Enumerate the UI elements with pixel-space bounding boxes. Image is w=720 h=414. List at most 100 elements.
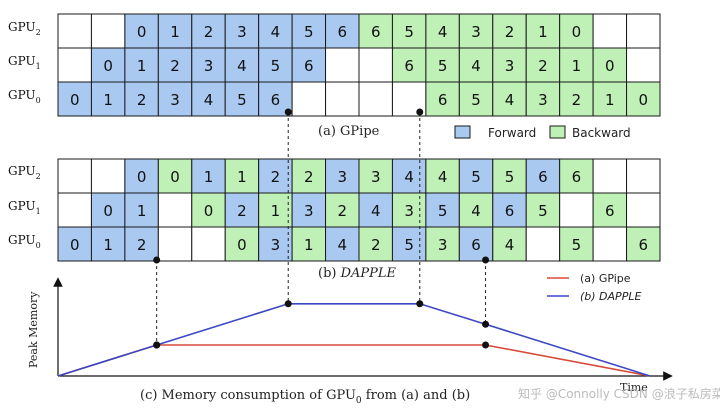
grid-time-marker — [284, 108, 292, 116]
gpipe-cell — [291, 81, 327, 117]
dapple-memory-point — [153, 341, 161, 349]
gpipe-cell — [391, 47, 427, 83]
dapple-cell — [559, 226, 594, 262]
dapple-cell — [224, 192, 260, 228]
gpipe-cell-label: 6 — [371, 23, 381, 41]
dapple-cell — [325, 192, 360, 228]
gpipe-cell — [258, 47, 293, 83]
dapple-cell — [358, 158, 393, 194]
gpipe-cell-label: 6 — [438, 91, 448, 109]
dapple-cell — [157, 158, 193, 194]
gpipe-cell — [592, 13, 628, 49]
dapple-cell-label: 5 — [572, 236, 582, 254]
gpipe-cell-label: 4 — [505, 91, 515, 109]
caption-memory: (c) Memory consumption of GPU0 from (a) … — [140, 388, 470, 406]
dapple-cell-label: 1 — [137, 202, 147, 220]
dapple-cell-label: 2 — [271, 168, 281, 186]
dapple-cell-label: 3 — [371, 168, 381, 186]
dapple-cell — [57, 226, 92, 262]
dapple-cell — [391, 192, 427, 228]
dapple-cell — [358, 226, 393, 262]
gpipe-cell — [559, 47, 594, 83]
gpipe-cell-label: 2 — [538, 57, 548, 75]
gpipe-cell-label: 2 — [505, 23, 515, 41]
gpipe-cell — [325, 47, 360, 83]
dapple-memory-point — [416, 300, 424, 308]
dapple-cell-label: 3 — [304, 202, 314, 220]
gpipe-cell — [224, 81, 260, 117]
dapple-cell-label: 5 — [538, 202, 548, 220]
gpipe-cell — [358, 13, 393, 49]
dapple-cell — [191, 158, 226, 194]
dapple-cell-label: 0 — [237, 236, 247, 254]
dapple-cell — [425, 226, 460, 262]
gpipe-cell — [626, 13, 661, 49]
legend-forward-label: Forward — [488, 126, 536, 140]
gpipe-label-gpu2: GPU2 — [8, 20, 41, 37]
gpipe-cell — [358, 47, 393, 83]
legend-backward-swatch — [549, 125, 566, 139]
grid-time-marker — [416, 108, 424, 116]
dapple-cell-label: 4 — [438, 168, 448, 186]
watermark: 知乎 @Connolly CSDN @浪子私房菜 — [518, 386, 720, 401]
dapple-cell — [224, 158, 260, 194]
chart-legend-dapple: (b) DAPPLE — [580, 290, 641, 303]
gpipe-memory-line — [57, 344, 651, 377]
gpipe-cell — [358, 81, 393, 117]
dapple-cell — [525, 226, 561, 262]
dapple-label-gpu2: GPU2 — [8, 164, 41, 181]
dapple-cell — [90, 226, 126, 262]
gpipe-label-gpu0: GPU0 — [8, 88, 41, 105]
dapple-cell — [425, 158, 460, 194]
dapple-cell-label: 1 — [103, 236, 113, 254]
dapple-cell-label: 2 — [137, 236, 147, 254]
gpipe-cell-label: 1 — [170, 23, 180, 41]
gpipe-gpu-labels: GPU2 GPU1 GPU0 — [8, 20, 41, 105]
gpipe-cell-label: 0 — [70, 91, 80, 109]
gpipe-cell — [425, 47, 460, 83]
gpipe-cell-label: 3 — [170, 91, 180, 109]
dapple-cell — [492, 158, 527, 194]
gpipe-cell-label: 3 — [505, 57, 515, 75]
gpipe-cell-label: 6 — [271, 91, 281, 109]
dapple-cell-label: 3 — [438, 236, 448, 254]
dapple-cell-label: 6 — [505, 202, 515, 220]
gpipe-label-gpu1: GPU1 — [8, 54, 41, 71]
gpipe-cell — [90, 13, 126, 49]
dapple-cell — [425, 192, 460, 228]
gpipe-cell-label: 2 — [170, 57, 180, 75]
gpipe-cell — [291, 13, 327, 49]
legend-backward-label: Backward — [572, 126, 631, 140]
gpipe-cell — [626, 47, 661, 83]
gpipe-cell-label: 2 — [204, 23, 214, 41]
dapple-cell — [626, 192, 661, 228]
gpipe-cell-label: 1 — [538, 23, 548, 41]
gpipe-cell — [425, 13, 460, 49]
gpipe-cell-label: 0 — [639, 91, 649, 109]
dapple-cell — [592, 226, 628, 262]
dapple-cell-label: 6 — [605, 202, 615, 220]
dapple-cell-label: 5 — [505, 168, 515, 186]
gpipe-cell — [559, 13, 594, 49]
legend: Forward Backward — [454, 125, 631, 140]
gpipe-cell-label: 4 — [237, 57, 247, 75]
dapple-cell-label: 3 — [404, 202, 414, 220]
dapple-cell-label: 0 — [137, 168, 147, 186]
dapple-cell — [458, 158, 494, 194]
gpipe-cell-label: 1 — [103, 91, 113, 109]
gpipe-cell — [458, 81, 494, 117]
dapple-cell-label: 0 — [103, 202, 113, 220]
gpipe-cell — [224, 47, 260, 83]
gpipe-cell-label: 5 — [404, 23, 414, 41]
dapple-cell — [458, 192, 494, 228]
dapple-cell-label: 1 — [237, 168, 247, 186]
gpipe-cell-label: 5 — [237, 91, 247, 109]
gpipe-cell-label: 3 — [538, 91, 548, 109]
dapple-cell — [458, 226, 494, 262]
dapple-cell-label: 1 — [204, 168, 214, 186]
gpipe-cell-label: 4 — [204, 91, 214, 109]
gpipe-cell — [291, 47, 327, 83]
dapple-cell — [258, 226, 293, 262]
dapple-cell — [592, 158, 628, 194]
